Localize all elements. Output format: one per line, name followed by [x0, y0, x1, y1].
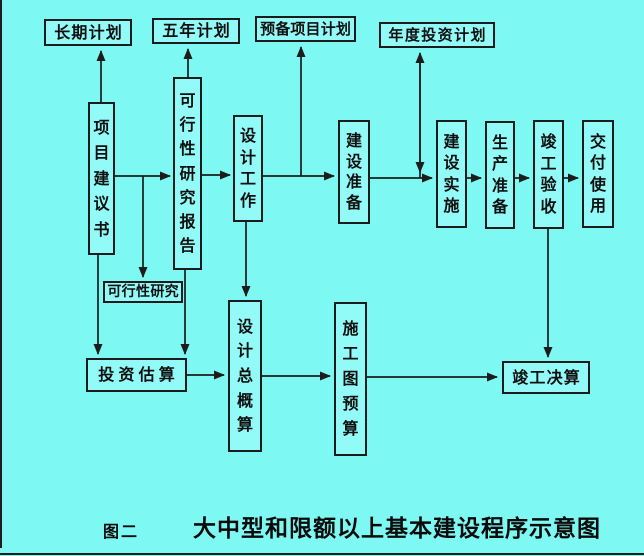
node-production-preparation: 生产准备 — [485, 121, 515, 229]
figure-title: 大中型和限额以上基本建设程序示意图 — [193, 516, 601, 542]
node-construction-implementation: 建设实施 — [436, 120, 467, 228]
node-feasibility-study: 可行性研究 — [103, 281, 183, 303]
node-completion-final-account: 竣工决算 — [502, 361, 590, 394]
scan-bottom-edge — [0, 553, 644, 555]
node-construction-drawing-budget: 施工图预算 — [334, 302, 367, 456]
node-project-proposal: 项目建议书 — [88, 102, 115, 255]
figure-label: 图二 — [103, 522, 140, 541]
node-construction-preparation: 建设准备 — [338, 120, 370, 224]
node-feasibility-study-report: 可行性研究报告 — [173, 77, 202, 270]
node-long-term-plan: 长期计划 — [44, 19, 132, 46]
node-design-overall-budget: 设计总概算 — [228, 300, 262, 452]
node-preparatory-project-plan: 预备项目计划 — [255, 16, 356, 42]
node-annual-investment-plan: 年度投资计划 — [379, 22, 495, 48]
node-handover-for-use: 交付使用 — [582, 120, 614, 228]
node-design-work: 设计工作 — [233, 115, 263, 222]
node-five-year-plan: 五年计划 — [152, 18, 240, 44]
scan-left-edge — [0, 0, 2, 548]
node-completion-acceptance: 竣工验收 — [533, 120, 564, 229]
node-investment-estimate: 投资估算 — [86, 358, 187, 392]
